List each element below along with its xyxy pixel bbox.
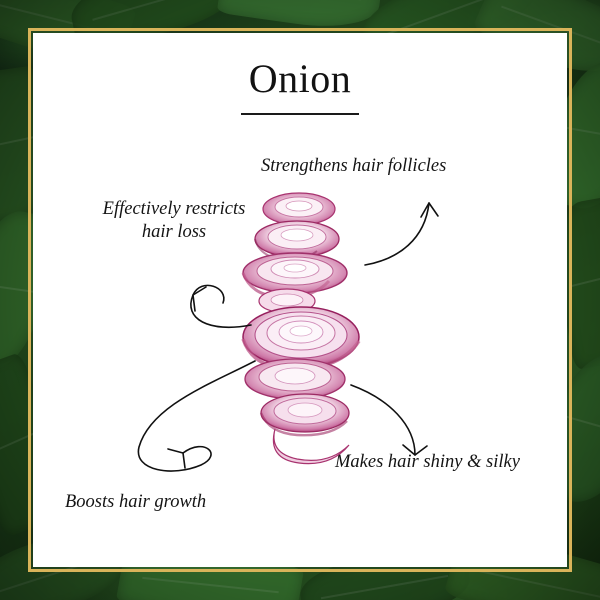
page-title: Onion <box>248 56 352 101</box>
onion-curl-bottom <box>272 428 350 465</box>
arrow-top-right-head <box>420 202 439 218</box>
onion-illustration <box>215 161 385 471</box>
title-underline <box>241 113 359 115</box>
callout-boosts-hair-growth: Boosts hair growth <box>65 492 207 512</box>
onion-slice-center <box>241 306 361 371</box>
callout-makes-hair-shiny-and-silky: Makes hair shiny & silky <box>335 452 520 472</box>
arrow-top-left-head <box>192 286 207 312</box>
onion-slice-top <box>262 192 336 226</box>
callout-strengthens-hair-follicles: Strengthens hair follicles <box>261 156 447 176</box>
content-card: Onion Strengthens hair follicles Effecti… <box>33 33 567 567</box>
onion-slice-2 <box>254 220 340 261</box>
callout-effectively-restricts-hair-loss: Effectively restricts hair loss <box>102 199 246 243</box>
arrow-bottom-left-head <box>167 448 186 469</box>
onion-slice-bottom <box>259 393 350 437</box>
onion-slice-5 <box>244 358 346 400</box>
onion-slice-3 <box>241 252 348 299</box>
gold-frame <box>28 28 572 572</box>
